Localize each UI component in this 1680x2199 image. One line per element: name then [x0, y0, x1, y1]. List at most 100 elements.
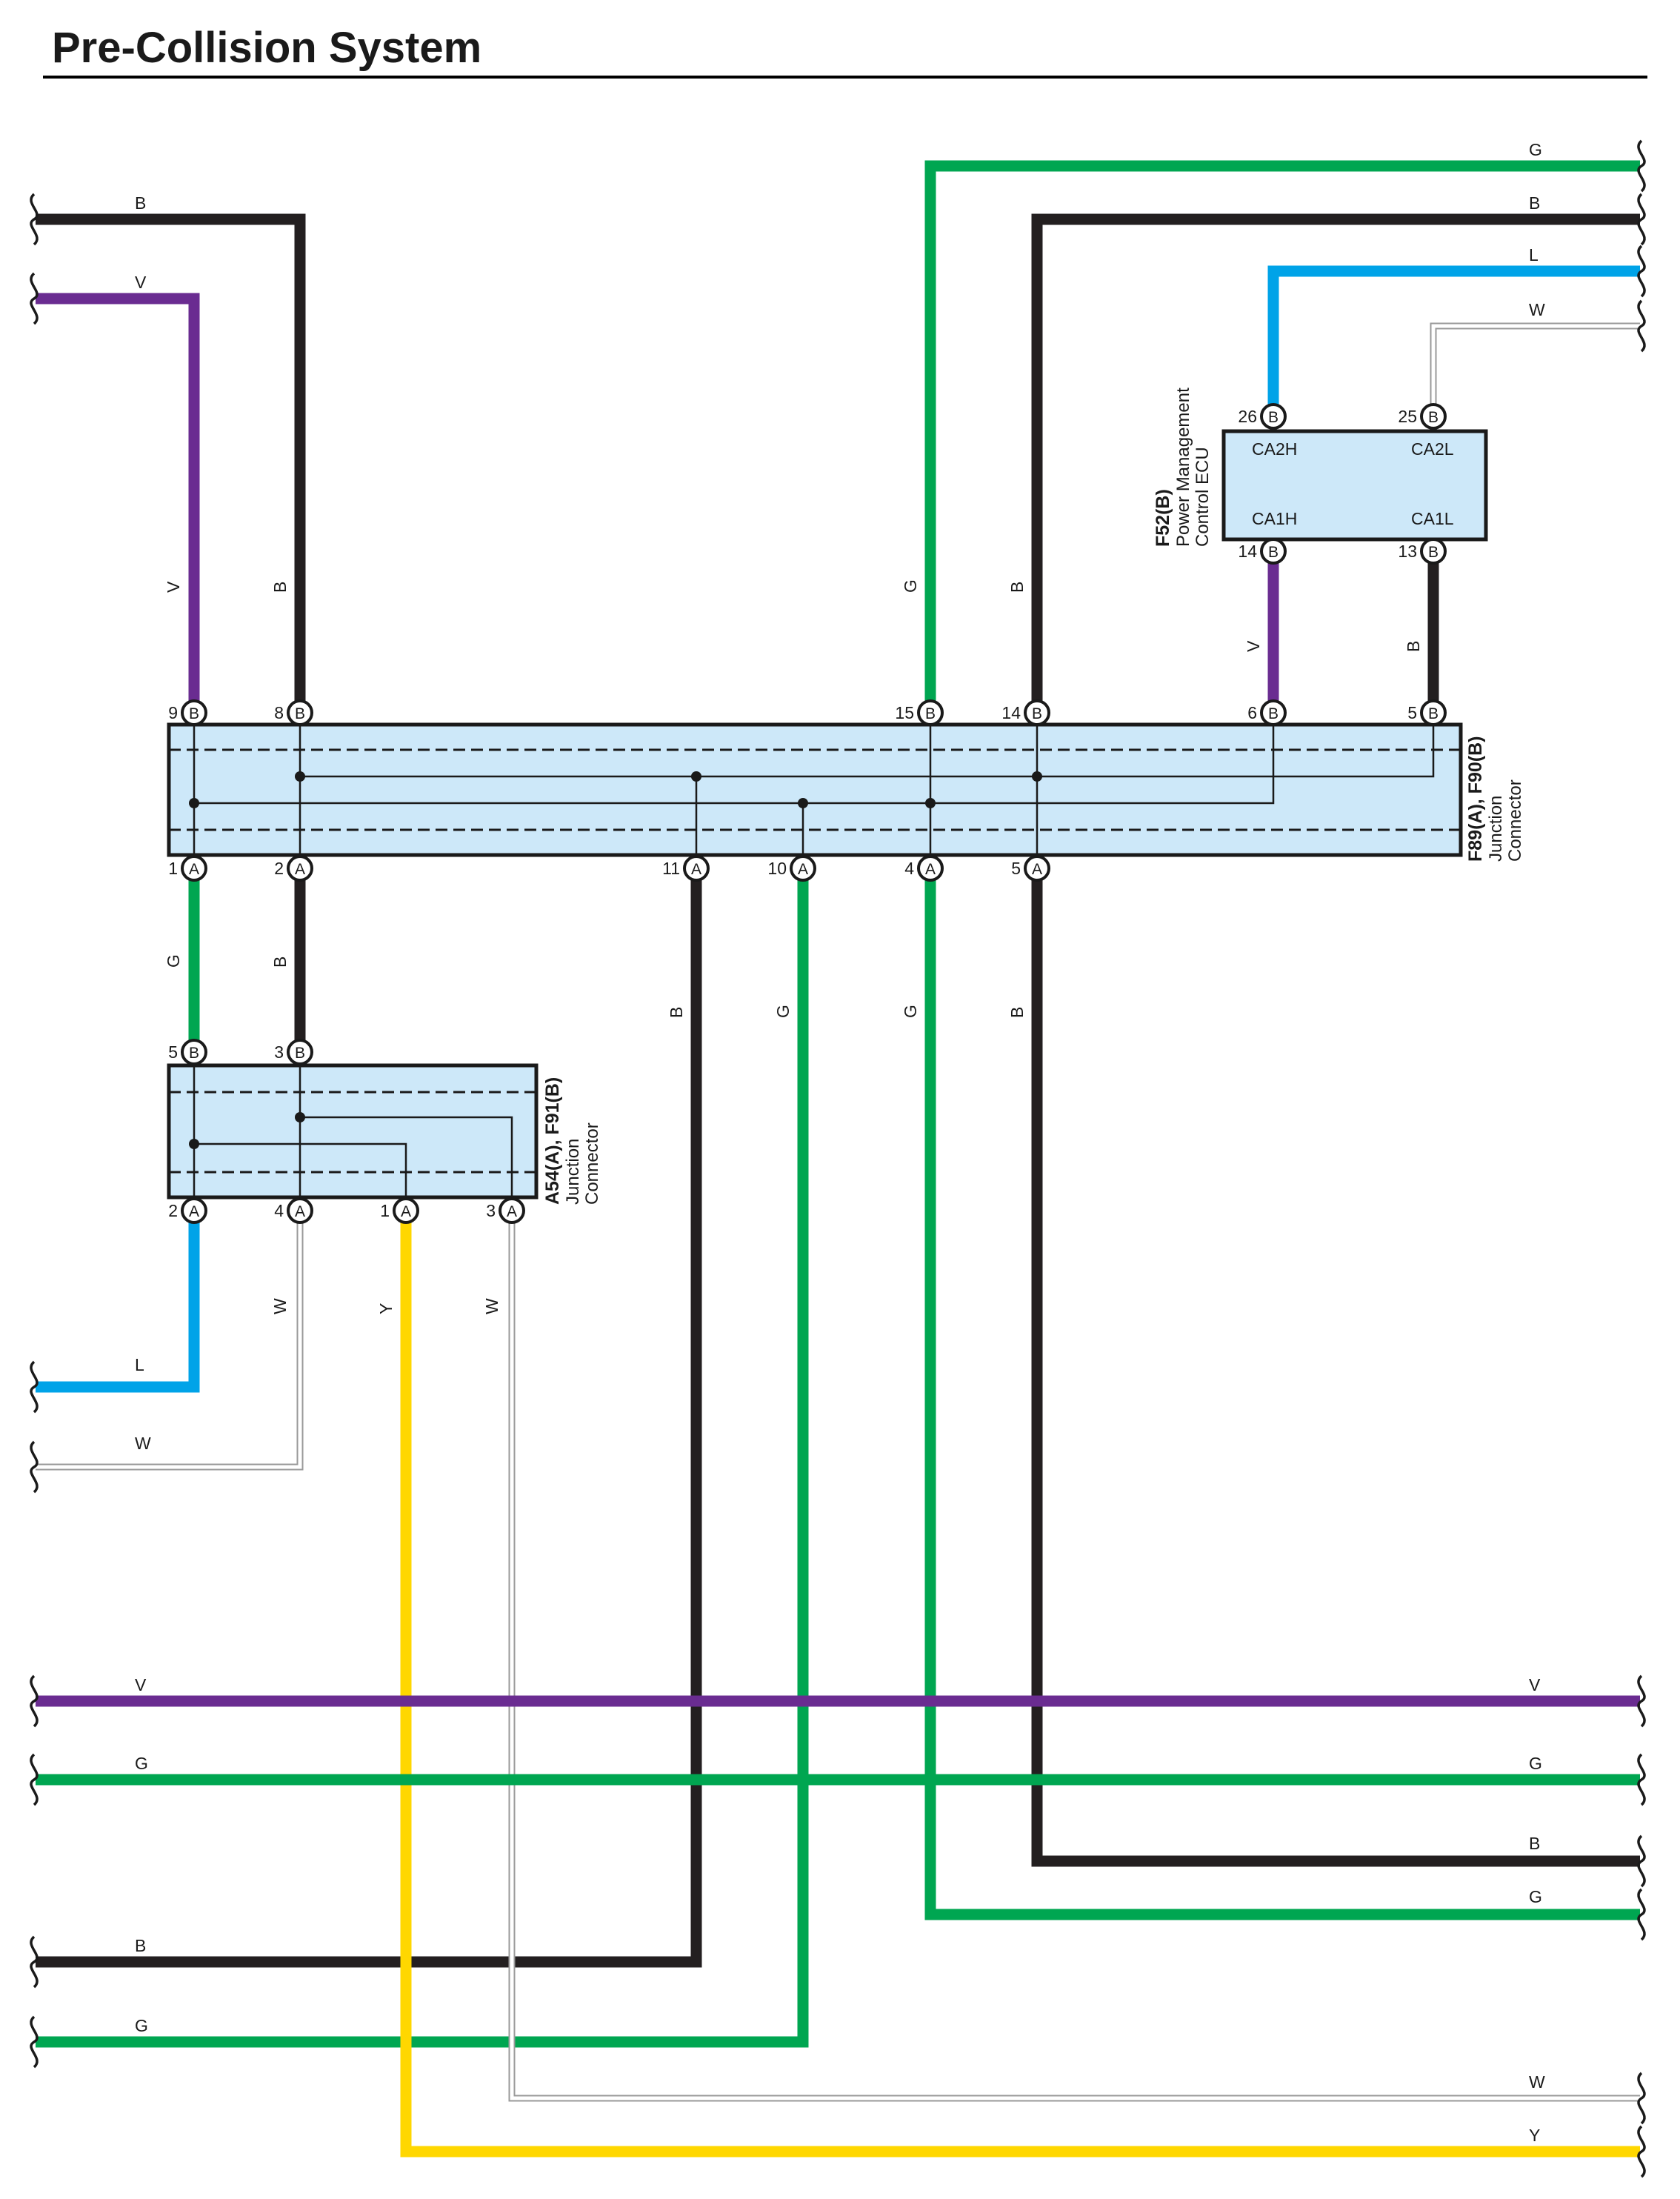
break-mark [1637, 139, 1646, 193]
label-l-top-right: L [1529, 245, 1539, 265]
pin-number: 15 [895, 703, 914, 722]
break-mark [1637, 299, 1646, 353]
label-b-left-bottom: B [135, 1936, 146, 1955]
break-mark [30, 1935, 39, 1989]
break-mark [1637, 1834, 1646, 1888]
pin-circle [1024, 699, 1050, 726]
label-y-right-bottom: Y [1529, 2126, 1540, 2145]
f89-name-line2: Connector [1505, 779, 1525, 862]
page-title: Pre-Collision System [52, 24, 481, 72]
pin-circle [917, 699, 944, 726]
a54-bus-pin3a [300, 1116, 513, 1197]
pin-circle [1260, 403, 1287, 430]
label-w-top-right: W [1529, 300, 1545, 319]
label-v-long-right: V [1529, 1675, 1541, 1694]
label-b-pin8: B [270, 582, 290, 593]
pin-a54-3b: B3 [274, 1039, 313, 1065]
pin-circle [287, 699, 313, 726]
pin-circle [683, 855, 710, 882]
pin-a54-5: B5 [168, 1039, 207, 1065]
label-g-left-bottom: G [135, 2016, 148, 2035]
junction-box-a54 [167, 1063, 539, 1200]
ecu-terminal-ca1l: CA1L [1411, 509, 1454, 528]
pin-ecu-26: B 26 [1238, 403, 1287, 430]
pin-number: 10 [767, 859, 787, 878]
pin-circle [181, 699, 207, 726]
pin-circle [1260, 538, 1287, 565]
pin-number: 2 [168, 1201, 178, 1220]
pin-connector-letter: B [1268, 409, 1279, 426]
f89-name-line1: Junction [1486, 796, 1506, 862]
pin-connector-letter: B [189, 705, 199, 722]
pin-number: 13 [1398, 542, 1417, 561]
pin-f89-2: A2 [274, 855, 313, 882]
a54-name-line1: Junction [563, 1139, 583, 1205]
splice-dot [189, 1139, 199, 1149]
splice-dot [295, 771, 305, 782]
pin-f89-1: A1 [168, 855, 207, 882]
ecu-ref-label: F52(B) [1153, 489, 1173, 547]
break-mark [1637, 244, 1646, 298]
label-g-long-left: G [135, 1754, 148, 1773]
pin-number: 14 [1238, 542, 1257, 561]
pin-number: 5 [1011, 859, 1021, 878]
break-mark [30, 1360, 39, 1414]
pin-circle [287, 855, 313, 882]
label-w-pin3: W [482, 1298, 501, 1314]
pin-number: 1 [168, 859, 178, 878]
pin-connector-letter: B [295, 1045, 305, 1062]
wire-black-pin5a [1031, 868, 1640, 1867]
label-g-top-right: G [1529, 140, 1542, 159]
pin-ecu-25: B25 [1398, 403, 1447, 430]
splice-dot [691, 771, 701, 782]
pin-connector-letter: B [1268, 705, 1279, 722]
a54-bus-pin1 [194, 1142, 407, 1197]
pin-number: 26 [1238, 407, 1257, 426]
label-b-top-right: B [1529, 193, 1540, 213]
label-w-right-bottom: W [1529, 2072, 1545, 2092]
wire-white-core [36, 1211, 302, 1469]
label-v-top-left: V [135, 273, 147, 292]
wire-black-pin11 [36, 868, 702, 1968]
label-b-pin5a: B [1007, 1007, 1027, 1018]
pin-connector-letter: B [925, 705, 936, 722]
pin-circle [1420, 699, 1447, 726]
pin-connector-letter: A [798, 861, 808, 878]
break-mark [30, 193, 39, 246]
pin-connector-letter: A [925, 861, 936, 878]
label-g-pin1: G [164, 954, 183, 968]
break-mark [30, 272, 39, 325]
pin-circle [181, 1197, 207, 1224]
pin-f89-4: A4 [904, 855, 944, 882]
pin-number: 5 [1407, 703, 1417, 722]
pin-circle [181, 1039, 207, 1065]
ecu-box [1221, 429, 1488, 542]
wire-black-top-left [36, 213, 306, 713]
break-mark [1637, 2125, 1646, 2178]
break-mark [1637, 2072, 1646, 2125]
pin-connector-letter: A [189, 861, 199, 878]
pin-circle [1260, 699, 1287, 726]
pin-circle [499, 1197, 525, 1224]
pin-a54-3a: A3 [486, 1197, 525, 1224]
label-g-pin15: G [901, 579, 920, 593]
pin-circle [1420, 403, 1447, 430]
power-management-ecu: CA2H CA2L CA1H CA1L F52(B) Power Managem… [1153, 387, 1488, 547]
pin-connector-letter: B [1428, 544, 1439, 561]
pin-connector-letter: A [691, 861, 701, 878]
pin-circle [287, 1197, 313, 1224]
label-w-pin4: W [270, 1298, 290, 1314]
pin-f89-10: A 10 [767, 855, 816, 882]
label-v-long-left: V [135, 1675, 147, 1694]
pin-a54-2: A2 [168, 1197, 207, 1224]
pin-number: 11 [662, 859, 680, 878]
pin-circle [1420, 538, 1447, 565]
pin-a54-4: A4 [274, 1197, 313, 1224]
label-g-right-lower: G [1529, 1887, 1542, 1906]
label-b-pin2: B [270, 957, 290, 968]
pin-connector-letter: B [189, 1045, 199, 1062]
pin-circle [393, 1197, 419, 1224]
label-b-pin14: B [1007, 582, 1027, 593]
wire-blue-lower-left [36, 1211, 200, 1393]
